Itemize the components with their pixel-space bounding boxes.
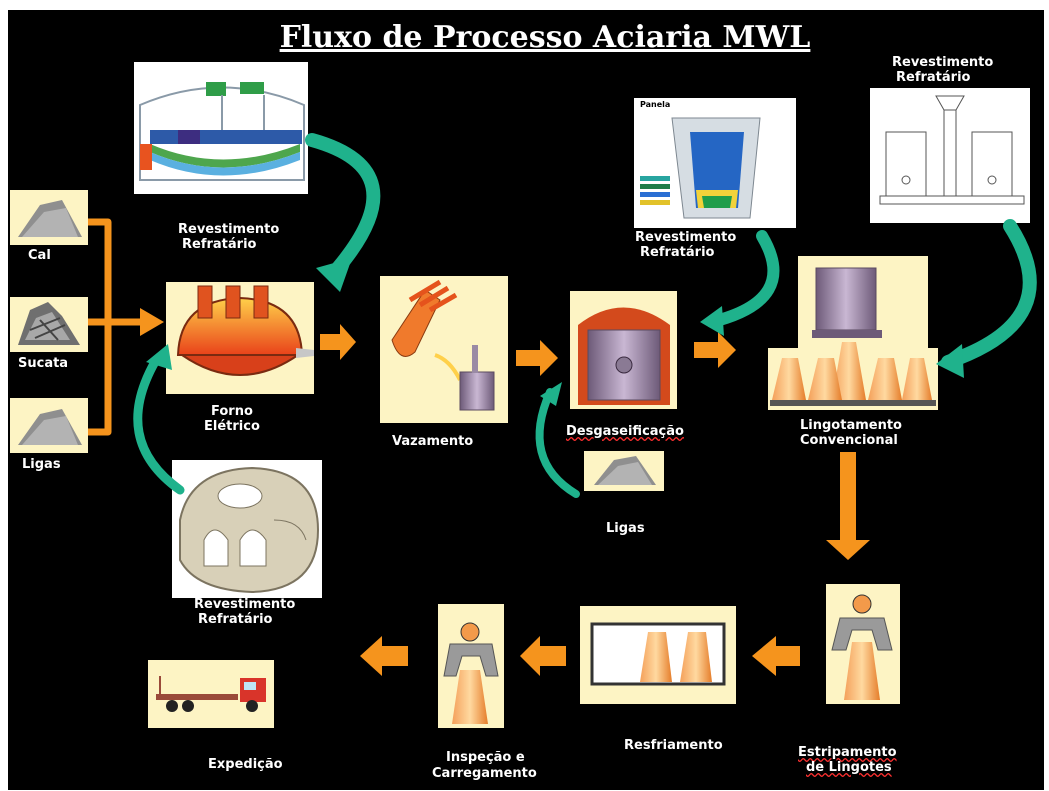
tapping-to-degassing-arrow: [516, 340, 558, 376]
stripping-label-line2: de Lingotes: [806, 760, 892, 775]
ladle-refractory-label-line2: Refratário: [640, 245, 715, 260]
page-title: Fluxo de Processo Aciaria MWL: [279, 20, 811, 55]
shipping-label: Expedição: [208, 757, 283, 772]
roof-refractory-arrow: [133, 355, 185, 495]
ladle-refractory-label-line1: Revestimento: [635, 230, 737, 245]
flow-arrows: [320, 324, 870, 676]
stripping-image: [826, 584, 900, 704]
furnace-refractory-label-line2: Refratário: [182, 237, 257, 252]
stripping-label-line1: Estripamento: [798, 745, 897, 760]
furnace-refractory-diagram: [134, 62, 308, 194]
degassing-label: Desgaseificação: [566, 424, 684, 439]
truck-image: [148, 660, 274, 728]
casting-to-stripping-arrow: [826, 452, 870, 560]
inspection-label-line1: Inspeção e: [446, 750, 525, 765]
refractory-arrows: [133, 133, 1037, 498]
casting-refractory-label-line2: Refratário: [896, 70, 971, 85]
ladle-refractory-arrow: [706, 230, 780, 328]
sucata-material-image: [10, 297, 88, 352]
casting-refractory-diagram: [870, 88, 1030, 223]
stripping-to-cooling-arrow: [752, 636, 800, 676]
furnace-label-line2: Elétrico: [204, 419, 260, 434]
sucata-label: Sucata: [18, 356, 69, 371]
roof-refractory-label-line1: Revestimento: [194, 597, 296, 612]
cal-material-image: [10, 190, 88, 245]
furnace-refractory-label-line1: Revestimento: [178, 222, 280, 237]
ladle-diagram-label: Panela: [640, 100, 671, 109]
inspection-image: [438, 604, 504, 728]
inspection-to-shipping-arrow: [360, 636, 408, 676]
casting-label-line1: Lingotamento: [800, 418, 902, 433]
ligas-material-image: [10, 398, 88, 453]
degassing-image: [570, 291, 677, 409]
roof-refractory-label-line2: Refratário: [198, 612, 273, 627]
ligas-input-label: Ligas: [22, 457, 61, 472]
inputs-to-furnace-arrow: [88, 218, 140, 436]
furnace-label-line1: Forno: [211, 404, 253, 419]
cooling-image: [580, 606, 736, 704]
furnace-to-tapping-arrow: [320, 324, 356, 360]
degassing-to-casting-arrow: [694, 332, 736, 368]
alloy-to-degassing-arrow: [535, 388, 580, 498]
inputs-arrowhead: [140, 308, 164, 336]
ligas-degassing-label: Ligas: [606, 521, 645, 536]
ligas-degassing-image: [584, 451, 664, 491]
cooling-to-inspection-arrow: [520, 636, 566, 676]
refractory-arrowheads: [146, 258, 964, 406]
cal-label: Cal: [28, 248, 51, 263]
casting-label-line2: Convencional: [800, 433, 898, 448]
inspection-label-line2: Carregamento: [432, 766, 537, 781]
tapping-label: Vazamento: [392, 434, 474, 449]
casting-refractory-arrow: [941, 219, 1037, 369]
tapping-image: [380, 276, 508, 423]
ingot-casting-image: [768, 256, 938, 410]
ladle-refractory-diagram: [634, 98, 796, 228]
furnace-roof-refractory-image: [172, 460, 322, 598]
cooling-label: Resfriamento: [624, 738, 723, 753]
electric-furnace-image: [166, 282, 314, 394]
casting-refractory-label-line1: Revestimento: [892, 55, 994, 70]
furnace-refractory-arrow: [305, 133, 381, 275]
